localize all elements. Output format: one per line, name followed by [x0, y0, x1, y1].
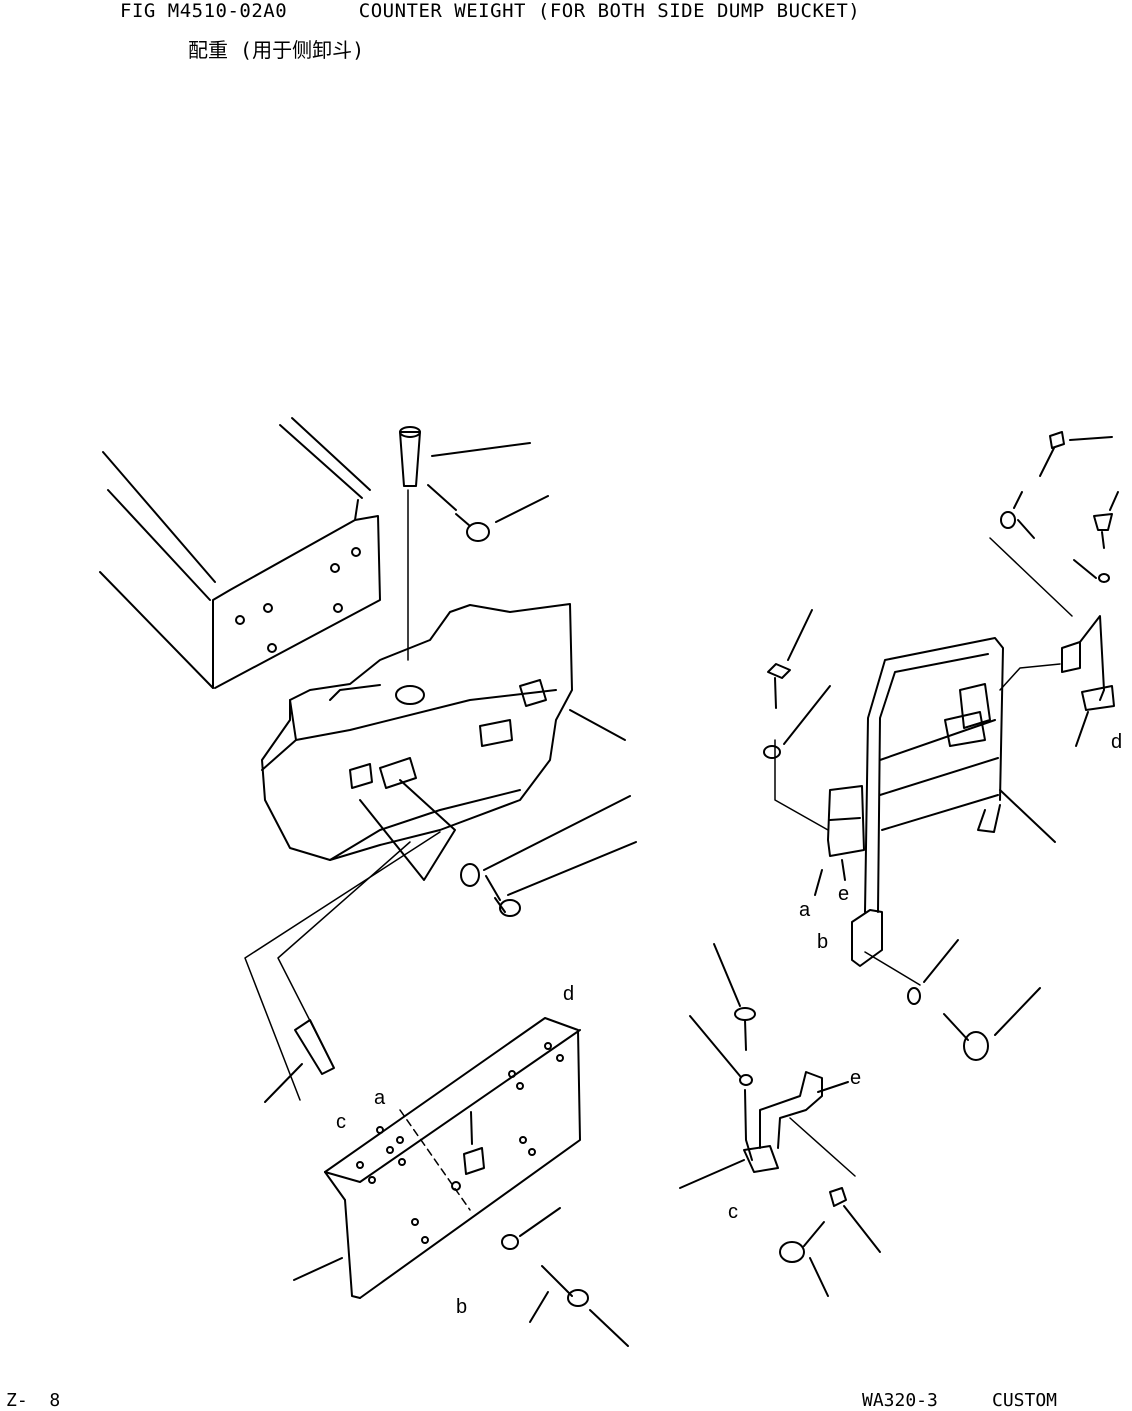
handrail-frame	[864, 637, 1056, 913]
mounting-plate	[264, 1017, 581, 1299]
callout-d-plate: d	[563, 983, 574, 1005]
rear-frame	[99, 417, 381, 689]
figure-subtitle: 配重 (用于侧卸斗)	[188, 38, 365, 62]
bracket-c-e	[679, 943, 856, 1189]
figure-caption: COUNTER WEIGHT (FOR BOTH SIDE DUMP BUCKE…	[358, 0, 861, 22]
bolt-c	[779, 1187, 881, 1297]
top-right-bolts	[989, 431, 1119, 747]
guide-line	[244, 831, 441, 1101]
bracket-a-e	[774, 739, 865, 896]
counterweight	[261, 603, 626, 861]
model-name: WA320-3	[862, 1390, 938, 1411]
callout-e-bracket: e	[850, 1067, 861, 1089]
pin	[399, 426, 531, 661]
callout-e-frame: e	[838, 883, 849, 905]
bolt-b	[907, 939, 1041, 1061]
bolt-mid	[359, 779, 637, 917]
bracket-b	[851, 909, 921, 986]
edition-label: CUSTOM	[992, 1390, 1058, 1411]
callout-a-plate: a	[374, 1087, 386, 1109]
bolt-top	[427, 484, 549, 542]
bolt-a	[763, 609, 831, 759]
callout-c-plate: c	[336, 1111, 346, 1133]
figure-number: FIG M4510-02A0	[120, 0, 288, 22]
page-number: Z- 8	[6, 1390, 61, 1411]
callout-a-frame: a	[799, 899, 811, 921]
callout-c-bracket: c	[728, 1201, 738, 1223]
callout-b-frame: b	[817, 931, 828, 953]
figure-title: FIG M4510-02A0 COUNTER WEIGHT (FOR BOTH …	[120, 0, 860, 22]
callout-d-frame: d	[1111, 731, 1122, 753]
callout-b-plate: b	[456, 1296, 467, 1318]
bolt-plate	[399, 1109, 629, 1347]
